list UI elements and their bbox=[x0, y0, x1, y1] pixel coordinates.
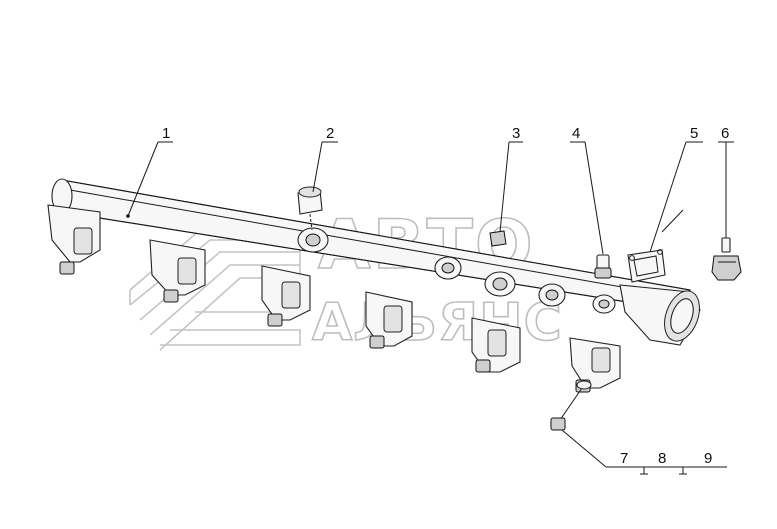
callout-4: 4 bbox=[572, 125, 580, 142]
fitting-4 bbox=[592, 254, 616, 314]
callout-labels: 1 2 3 4 5 6 7 8 9 bbox=[162, 125, 729, 467]
callout-7: 7 bbox=[620, 450, 628, 467]
rail-mounting-brackets bbox=[47, 204, 621, 393]
plug-nut-2 bbox=[297, 186, 329, 253]
callout-6: 6 bbox=[721, 125, 729, 142]
watermark-logo: АВТО АЛЬЯНС bbox=[129, 205, 563, 354]
callout-9: 9 bbox=[704, 450, 712, 467]
leader-lines bbox=[127, 141, 734, 475]
rail-ports bbox=[434, 256, 566, 307]
bolt-assembly-7-8-9 bbox=[550, 380, 592, 431]
callout-1: 1 bbox=[162, 125, 170, 142]
callout-2: 2 bbox=[326, 125, 334, 142]
callout-5: 5 bbox=[690, 125, 698, 142]
bolt-3 bbox=[484, 230, 516, 297]
watermark-line2: АЛЬЯНС bbox=[312, 293, 563, 353]
callout-8: 8 bbox=[658, 450, 666, 467]
gasket-5 bbox=[627, 209, 684, 283]
sensor-6 bbox=[711, 237, 742, 281]
callout-3: 3 bbox=[512, 125, 520, 142]
